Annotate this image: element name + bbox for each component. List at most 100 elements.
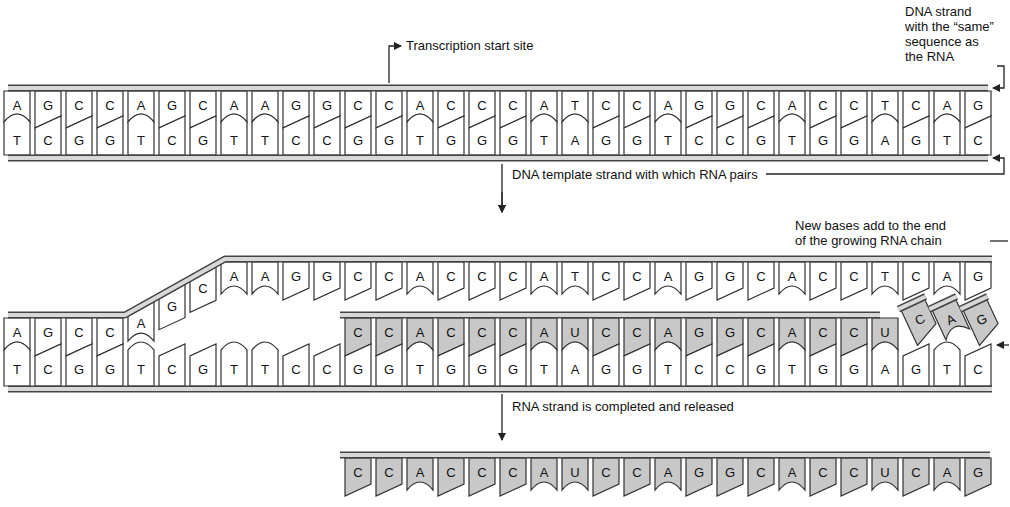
leader-arrow — [993, 66, 1004, 88]
base-letter: A — [939, 97, 955, 115]
annotation-label: RNA strand is completed and released — [512, 399, 734, 414]
base-letter: G — [722, 268, 738, 286]
base-letter: A — [660, 268, 676, 286]
base-shape — [779, 114, 805, 155]
base-letter: A — [536, 464, 552, 482]
base-shape — [283, 116, 309, 155]
base-letter: C — [629, 268, 645, 286]
base-shape — [810, 116, 836, 155]
base-letter: A — [133, 97, 149, 115]
base-letter: G — [71, 361, 87, 379]
base-letter: C — [71, 324, 87, 342]
base-shape — [903, 344, 929, 386]
base-shape — [407, 262, 433, 294]
base-letter: G — [102, 361, 118, 379]
base-shape — [500, 344, 526, 386]
annotation-label: DNA strand with the “same” sequence as t… — [905, 4, 995, 64]
base-letter: A — [784, 268, 800, 286]
base-shape — [221, 114, 247, 155]
base-letter: C — [970, 361, 986, 379]
base-letter: A — [536, 97, 552, 115]
base-shape — [500, 458, 526, 496]
base-letter: G — [319, 97, 335, 115]
dna-strand — [8, 86, 988, 90]
base-letter: C — [598, 324, 614, 342]
base-letter: C — [443, 97, 459, 115]
base-letter: C — [505, 324, 521, 342]
base-letter: C — [288, 132, 304, 150]
base-letter: U — [877, 324, 893, 342]
base-shape — [655, 114, 681, 155]
base-letter: C — [40, 361, 56, 379]
base-letter: G — [319, 268, 335, 286]
base-shape — [438, 344, 464, 386]
base-letter: C — [319, 361, 335, 379]
base-shape — [407, 342, 433, 386]
base-letter: G — [970, 268, 986, 286]
base-letter: T — [257, 361, 273, 379]
base-shape — [686, 458, 712, 496]
base-shape — [965, 116, 991, 155]
rna-strand — [340, 312, 880, 319]
base-letter: G — [815, 361, 831, 379]
base-letter: G — [846, 361, 862, 379]
base-letter: C — [195, 280, 211, 298]
base-letter: C — [629, 97, 645, 115]
base-shape — [810, 458, 836, 496]
base-letter: G — [846, 132, 862, 150]
leader-arrow — [997, 344, 1009, 345]
base-letter: A — [9, 97, 25, 115]
base-letter: G — [908, 361, 924, 379]
base-shape — [934, 458, 960, 490]
base-letter: G — [71, 132, 87, 150]
base-shape — [593, 262, 619, 300]
base-letter: C — [753, 464, 769, 482]
base-letter: C — [102, 324, 118, 342]
base-letter: G — [381, 132, 397, 150]
dna-strand — [8, 387, 992, 391]
base-letter: C — [474, 324, 490, 342]
base-letter: G — [598, 361, 614, 379]
base-letter: G — [195, 361, 211, 379]
base-shape — [35, 344, 61, 386]
base-letter: A — [877, 361, 893, 379]
base-shape — [686, 116, 712, 155]
base-shape — [159, 344, 185, 386]
base-shape — [624, 458, 650, 496]
base-letter: A — [567, 361, 583, 379]
base-letter: C — [164, 361, 180, 379]
base-shape — [810, 344, 836, 386]
base-letter: T — [939, 132, 955, 150]
rna-backbone — [960, 296, 987, 309]
base-shape — [903, 116, 929, 155]
base-letter: C — [71, 97, 87, 115]
base-shape — [159, 116, 185, 155]
base-shape — [376, 262, 402, 300]
base-letter: C — [443, 464, 459, 482]
base-shape — [686, 262, 712, 300]
base-letter: G — [40, 324, 56, 342]
dna-strand — [8, 155, 988, 162]
base-letter: A — [536, 268, 552, 286]
base-letter: A — [660, 464, 676, 482]
base-letter: G — [629, 361, 645, 379]
base-shape — [965, 344, 991, 386]
base-letter: A — [133, 315, 149, 333]
base-shape — [314, 344, 340, 386]
base-shape — [345, 116, 371, 155]
base-letter: A — [226, 97, 242, 115]
base-letter: T — [412, 132, 428, 150]
base-shape — [562, 458, 588, 490]
base-shape — [66, 116, 92, 155]
base-shape — [717, 116, 743, 155]
base-letter: T — [567, 97, 583, 115]
base-shape — [965, 262, 991, 300]
base-letter: A — [9, 324, 25, 342]
base-shape — [841, 116, 867, 155]
base-letter: C — [443, 268, 459, 286]
base-shape — [531, 342, 557, 386]
base-letter: C — [691, 361, 707, 379]
base-letter: C — [474, 268, 490, 286]
base-shape — [252, 114, 278, 155]
base-letter: U — [567, 464, 583, 482]
